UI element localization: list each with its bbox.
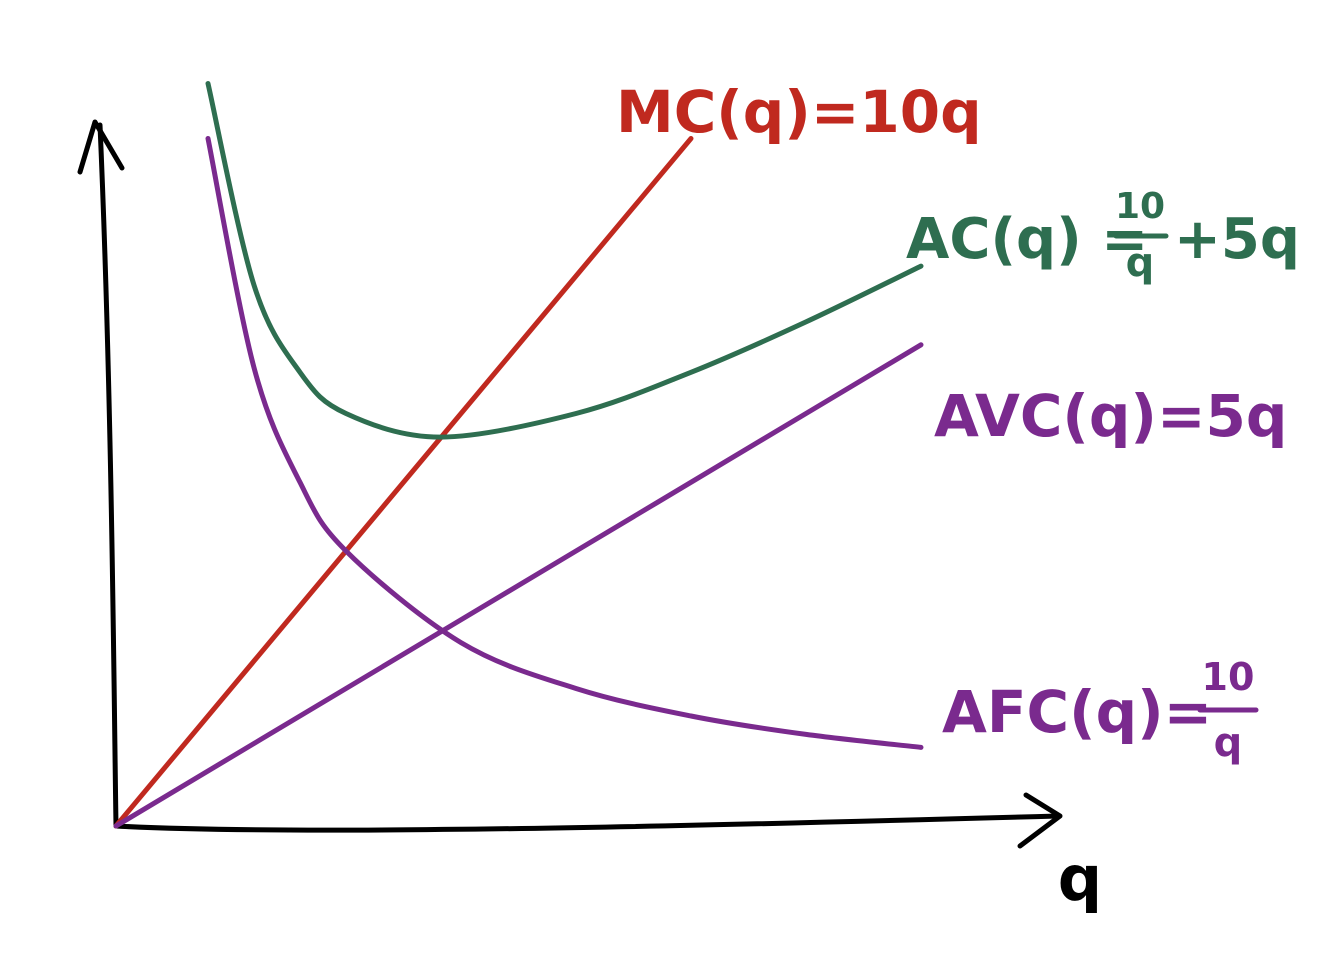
curve-layer	[113, 81, 924, 829]
avc-curve	[113, 342, 924, 829]
x-axis-label: q	[1058, 842, 1102, 915]
ac-label-left: AC(q) =	[906, 207, 1148, 272]
afc-curve	[205, 136, 924, 750]
y-axis	[97, 122, 119, 829]
afc-label-numerator: 10	[1202, 655, 1255, 699]
afc-label-left: AFC(q)=	[942, 678, 1212, 746]
y-axis-arrowhead	[77, 119, 125, 175]
ac-curve	[205, 81, 924, 440]
ac-label: AC(q) = 10 q +5q	[906, 186, 1300, 286]
afc-label-denominator: q	[1214, 720, 1243, 766]
mc-label: MC(q)=10q	[616, 78, 982, 146]
ac-label-numerator: 10	[1115, 186, 1165, 227]
x-axis-arrowhead	[1017, 792, 1063, 849]
avc-label: AVC(q)=5q	[934, 382, 1287, 450]
mc-curve	[113, 136, 694, 829]
x-axis	[113, 813, 1061, 833]
afc-label: AFC(q)= 10 q	[942, 655, 1259, 766]
ac-label-denominator: q	[1126, 240, 1155, 286]
ac-label-right: +5q	[1174, 207, 1300, 272]
